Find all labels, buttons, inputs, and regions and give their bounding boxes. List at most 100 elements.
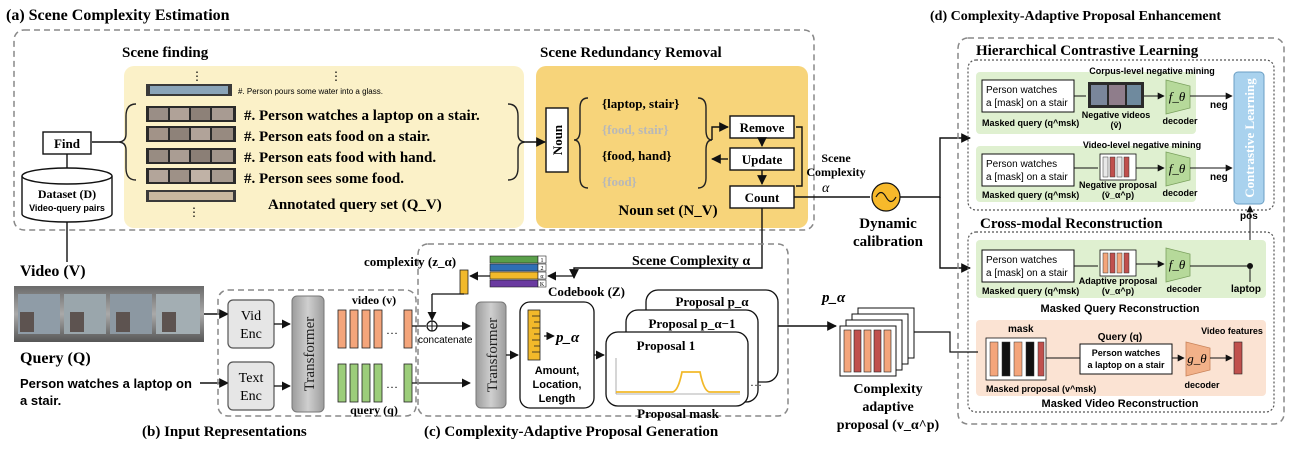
noun-set-2: {food, stair} bbox=[602, 122, 669, 137]
query-4: #. Person sees some food. bbox=[244, 171, 404, 187]
concatenate-label: concatenate bbox=[418, 335, 473, 346]
film-row-2 bbox=[146, 126, 236, 142]
amount-line3: Length bbox=[539, 393, 576, 405]
corpus-masked-query: Masked query (q^msk) bbox=[982, 118, 1079, 128]
corpus-decoder-label: decoder bbox=[1162, 116, 1198, 126]
corpus-neg: neg bbox=[1210, 100, 1228, 111]
scene-complexity-label-2: Complexity bbox=[806, 165, 865, 179]
contrastive-label: Contrastive Learning bbox=[1242, 78, 1257, 198]
film-strips: ⋮ ⋮ #. Person pours some water into a gl… bbox=[146, 69, 383, 219]
section-c-title: (c) Complexity-Adaptive Proposal Generat… bbox=[424, 424, 719, 440]
svg-text:⋮: ⋮ bbox=[191, 69, 203, 83]
film-row-3 bbox=[146, 148, 236, 164]
hcl-title: Hierarchical Contrastive Learning bbox=[976, 43, 1199, 59]
negative-videos-label: Negative videos bbox=[1082, 110, 1151, 120]
query-text-line1: Person watches a laptop on bbox=[20, 376, 192, 391]
svg-text:⋮: ⋮ bbox=[330, 69, 342, 83]
mqr-query-line1: Person watches bbox=[986, 255, 1057, 266]
adaptive-p-alpha: p_α bbox=[820, 290, 846, 306]
input-transformer-label: Transformer bbox=[302, 317, 318, 391]
video-query-line1: Person watches bbox=[986, 159, 1057, 170]
query-text-line2: a stair. bbox=[20, 393, 61, 408]
count-label: Count bbox=[745, 190, 780, 205]
noun-set-3: {food, hand} bbox=[602, 148, 672, 163]
amount-ruler-icon bbox=[527, 309, 541, 361]
codebook bbox=[489, 255, 547, 288]
svg-text:…: … bbox=[386, 377, 398, 391]
codebook-mark-1: 1 bbox=[541, 258, 544, 264]
corpus-mining: Corpus-level negative mining bbox=[1089, 66, 1215, 76]
noun-set-caption: Noun set (N_V) bbox=[618, 203, 717, 219]
section-b-border bbox=[217, 289, 417, 417]
cmr-border bbox=[967, 231, 1275, 413]
video-filmstrip bbox=[14, 286, 204, 342]
adaptive-line1: Complexity bbox=[853, 382, 922, 397]
svg-text:⋮: ⋮ bbox=[188, 205, 200, 219]
mvr-query-line1: Person watches bbox=[1092, 348, 1161, 358]
video-masked-query: Masked query (q^msk) bbox=[982, 190, 1079, 200]
proposal-p-label: Proposal p_α bbox=[675, 294, 749, 309]
query-q-label: Query (q) bbox=[1098, 332, 1142, 343]
svg-text:…: … bbox=[750, 375, 762, 389]
redundancy-title: Scene Redundancy Removal bbox=[540, 45, 722, 61]
negative-videos-thumbs bbox=[1088, 82, 1144, 108]
query-1: #. Person watches a laptop on a stair. bbox=[244, 108, 480, 124]
text-enc-line2: Enc bbox=[240, 389, 262, 404]
proposal-mask-plot bbox=[615, 358, 740, 395]
adaptive-line3: proposal (v_α^p) bbox=[837, 418, 940, 433]
mqr-decoder-label: decoder bbox=[1166, 284, 1202, 294]
adaptive-proposal-label: Adaptive proposal bbox=[1079, 276, 1158, 286]
section-a-title: (a) Scene Complexity Estimation bbox=[6, 7, 230, 24]
noun-label: Noun bbox=[550, 124, 565, 155]
dataset-cylinder bbox=[21, 167, 113, 223]
dynamic-label-2: calibration bbox=[853, 234, 924, 250]
mask-label: mask bbox=[1008, 324, 1034, 335]
video-decoder bbox=[1165, 151, 1191, 187]
proposal-p1-label: Proposal p_α−1 bbox=[648, 316, 735, 331]
query-feature-bars: … bbox=[337, 363, 413, 403]
section-b-title: (b) Input Representations bbox=[142, 424, 307, 440]
video-f-theta: f_θ bbox=[1169, 161, 1186, 176]
hcl-border bbox=[967, 59, 1275, 211]
query-2: #. Person eats food on a stair. bbox=[244, 129, 430, 145]
text-enc-line1: Text bbox=[239, 371, 264, 386]
video-query-box bbox=[981, 153, 1075, 187]
negative-videos-sym: (v̄) bbox=[1111, 120, 1122, 130]
mvr-decoder bbox=[1185, 341, 1211, 377]
corpus-query-line1: Person watches bbox=[986, 85, 1057, 96]
masked-proposal-bars bbox=[985, 337, 1047, 381]
mqr-f-theta: f_θ bbox=[1169, 257, 1186, 272]
small-query-text: #. Person pours some water into a glass. bbox=[238, 87, 383, 96]
video-label: Video (V) bbox=[20, 263, 86, 280]
vid-enc-line2: Enc bbox=[240, 327, 262, 342]
corpus-decoder bbox=[1165, 79, 1191, 115]
codebook-mark-2: 2 bbox=[541, 266, 544, 272]
adaptive-line2: adaptive bbox=[862, 400, 913, 415]
mvr-decoder-label: decoder bbox=[1184, 380, 1220, 390]
mqr-masked-query: Masked query (q^msk) bbox=[982, 286, 1079, 296]
proposal-card-1 bbox=[605, 331, 749, 407]
input-transformer bbox=[291, 295, 325, 413]
vid-enc-line1: Vid bbox=[241, 309, 261, 324]
negative-proposal-sym: (v̄_α^p) bbox=[1102, 190, 1134, 200]
scene-finding-title: Scene finding bbox=[122, 45, 209, 61]
scene-complexity-alpha: α bbox=[822, 181, 830, 196]
noun-box bbox=[545, 107, 569, 173]
laptop-label: laptop bbox=[1231, 284, 1261, 295]
contrastive-block bbox=[1233, 71, 1265, 205]
complexity-bar bbox=[459, 269, 469, 295]
pos-label: pos bbox=[1240, 211, 1258, 222]
mqr-decoder bbox=[1165, 247, 1191, 283]
dataset-sub: Video-query pairs bbox=[29, 203, 105, 213]
codebook-mark-3: α bbox=[540, 274, 544, 280]
cmr-title: Cross-modal Reconstruction bbox=[980, 216, 1163, 232]
film-row-1 bbox=[146, 106, 236, 122]
corpus-query-line2: a [mask] on a stair bbox=[986, 98, 1068, 109]
corpus-query-box bbox=[981, 79, 1075, 113]
video-feature-bars: … bbox=[337, 309, 413, 349]
mqr-caption: Masked Query Reconstruction bbox=[1041, 303, 1200, 315]
adaptive-proposal-stack bbox=[839, 307, 915, 377]
scene-complexity-c: Scene Complexity α bbox=[632, 254, 750, 269]
complexity-label: complexity (z_α) bbox=[364, 254, 456, 269]
